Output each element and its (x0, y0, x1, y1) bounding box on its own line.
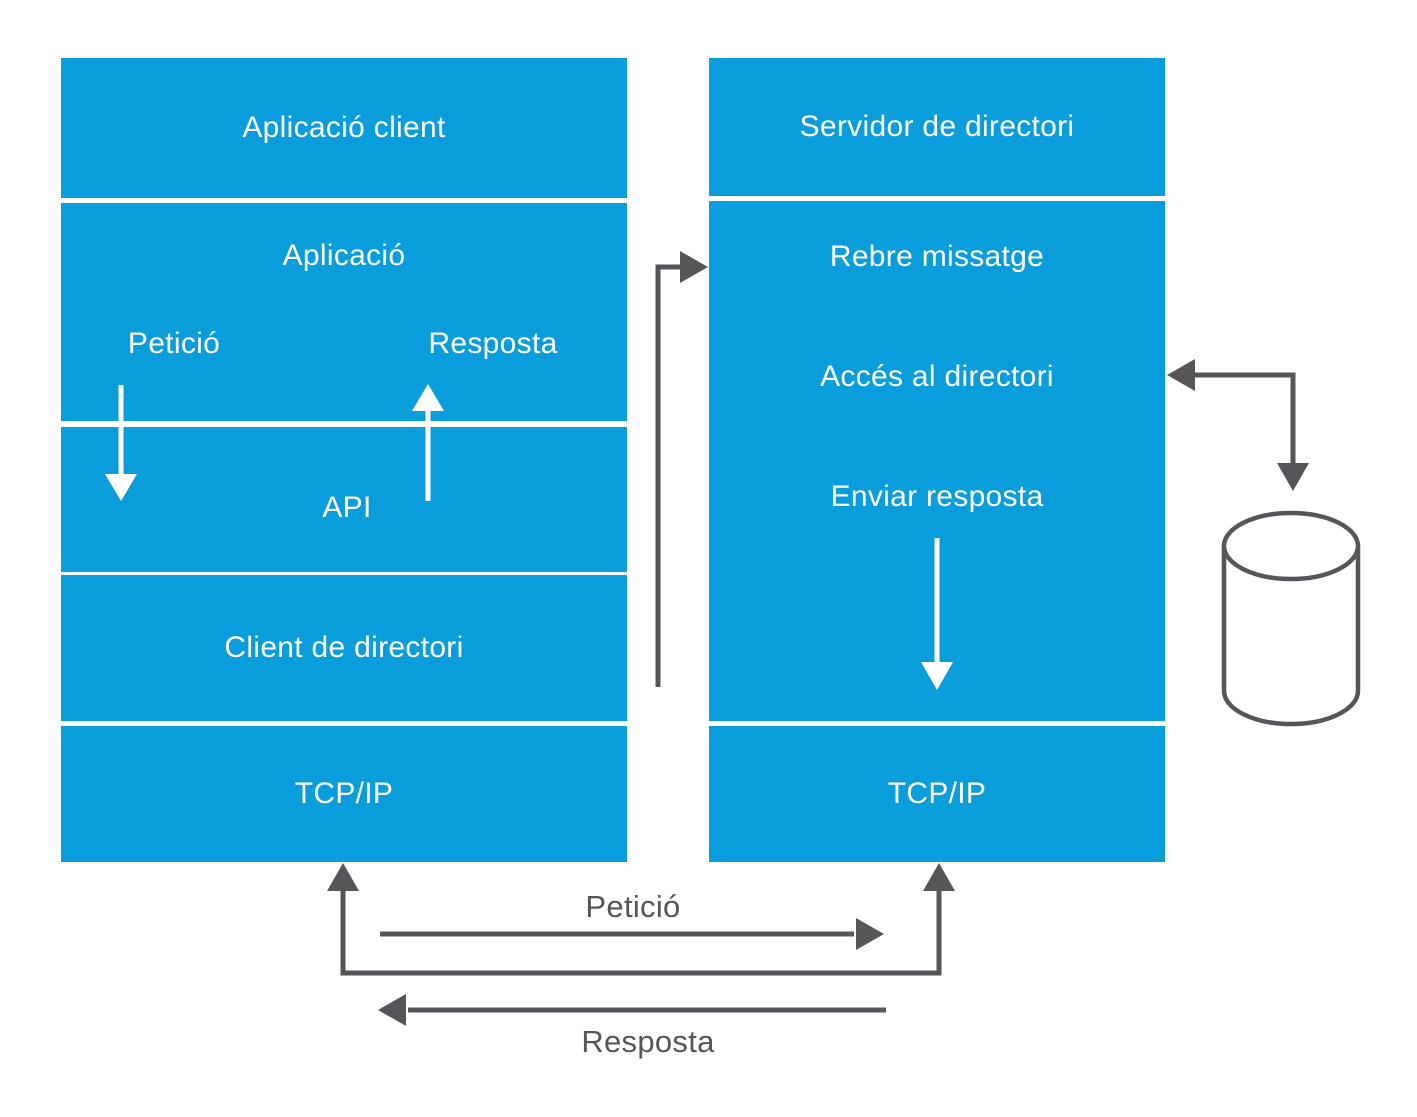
network-request-label: Petició (585, 889, 681, 924)
api-layer-box: API (61, 427, 627, 572)
database-cylinder-icon (1221, 510, 1361, 727)
server-to-database-left-arrowhead (1167, 359, 1195, 391)
database-bottom-ellipse (1221, 655, 1361, 727)
client-tcpip-box: TCP/IP (61, 726, 627, 862)
server-to-database-connector-arrow (1167, 359, 1309, 491)
client-to-server-connector-arrow (655, 251, 708, 687)
directory-client-box: Client de directori (61, 575, 627, 721)
client-application-title: Aplicació client (242, 111, 446, 144)
application-layer-label: Aplicació (282, 239, 406, 272)
server-tcpip-up-arrowhead (923, 863, 955, 891)
server-tcpip-box: TCP/IP (709, 726, 1165, 862)
server-tcpip-label: TCP/IP (887, 777, 987, 810)
database-body (1221, 544, 1361, 691)
client-tcpip-label: TCP/IP (294, 777, 394, 810)
network-response-arrow (378, 994, 886, 1026)
server-to-database-connector-line (1181, 372, 1296, 467)
client-response-label: Resposta (428, 327, 558, 360)
directory-client-label: Client de directori (224, 631, 464, 664)
client-to-server-arrowhead (680, 251, 708, 283)
api-layer-label: API (322, 491, 372, 524)
client-application-box: Aplicació client (61, 58, 627, 198)
client-tcpip-up-arrowhead (327, 863, 359, 891)
client-to-server-connector-line (655, 264, 692, 687)
network-response-label: Resposta (581, 1024, 715, 1059)
application-layer-box: Aplicació Petició Resposta (61, 203, 627, 421)
server-step-receive-message: Rebre missatge (829, 240, 1045, 273)
network-request-arrowhead (856, 918, 884, 950)
server-process-box: Rebre missatge Accés al directori Enviar… (709, 201, 1165, 721)
directory-server-title: Servidor de directori (799, 110, 1075, 143)
database-top-ellipse (1221, 510, 1361, 582)
server-to-database-down-arrowhead (1277, 463, 1309, 491)
server-step-directory-access: Accés al directori (820, 360, 1054, 393)
server-step-send-response: Enviar resposta (830, 480, 1044, 513)
network-response-arrowhead (378, 994, 406, 1026)
directory-server-box: Servidor de directori (709, 58, 1165, 196)
client-request-label: Petició (127, 327, 221, 360)
